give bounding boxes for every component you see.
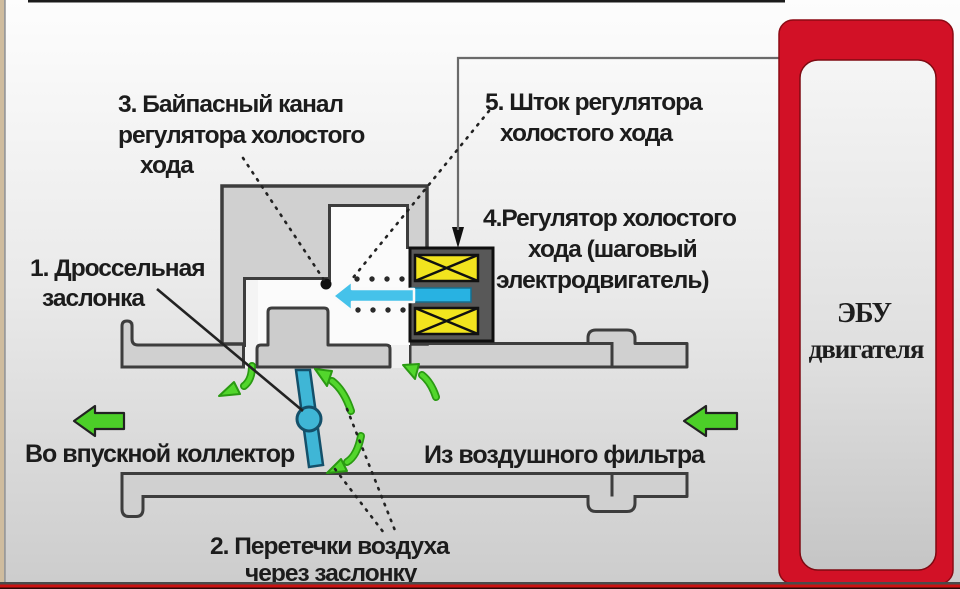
label-regulator-line1: 4.Регулятор холостого — [483, 205, 737, 232]
label-leakage-line1: 2. Перетечки воздуха — [210, 533, 450, 560]
progress-track-bottom — [0, 587, 960, 589]
throttle-body — [120, 319, 689, 518]
throttle-pedestal — [255, 306, 392, 369]
ecu-box: ЭБУ двигателя — [778, 19, 954, 585]
airflow-arrow-above-valve — [329, 378, 354, 414]
label-bypass-line2: регулятора холостого — [118, 122, 365, 149]
video-progress-bar[interactable] — [0, 584, 960, 588]
label-stem-line2: холостого хода — [500, 120, 673, 147]
label-throttle-line1: 1. Дроссельная — [30, 255, 205, 282]
frame-left-tan — [0, 0, 4, 589]
intake-wall-upper-left — [122, 322, 244, 366]
intake-wall-upper-right — [410, 343, 687, 367]
coil-upper-x — [414, 253, 479, 283]
regulator-shaft — [410, 287, 472, 303]
label-airfilter: Из воздушного фильтра — [424, 441, 706, 469]
airflow-arrow-to-manifold — [72, 404, 126, 438]
video-progress[interactable] — [0, 582, 960, 589]
frame-top-line — [28, 0, 785, 3]
coil-lower-x — [414, 306, 479, 336]
label-manifold: Во впускной коллектор — [25, 440, 295, 468]
leader-leak-a — [345, 407, 398, 535]
label-bypass-line3: хода — [140, 152, 194, 179]
throttle-pivot — [295, 405, 323, 433]
airflow-arrows — [218, 362, 440, 474]
label-regulator-line2: хода (шаговый — [528, 236, 697, 263]
regulator-pintle-arrow — [331, 279, 416, 313]
progress-track-top — [0, 582, 960, 585]
intake-wall-lower — [122, 473, 687, 496]
frame-left-line — [4, 0, 6, 589]
labels: 3. Байпасный канал регулятора холостого … — [25, 89, 738, 587]
leader-bypass — [241, 156, 328, 285]
airflow-arrow-below-valve — [344, 433, 364, 465]
leader-lines — [156, 109, 491, 535]
ecu-label-line2: двигателя — [809, 334, 924, 364]
label-regulator-line3: электродвигатель) — [496, 267, 709, 294]
label-throttle-line2: заслонка — [42, 285, 145, 312]
motion-dots — [354, 276, 406, 313]
label-stem-line1: 5. Шток регулятора — [485, 89, 703, 116]
leader-throttle — [156, 288, 304, 412]
airflow-arrow-bypass-inlet — [419, 372, 439, 400]
ecu-label-line1: ЭБУ — [837, 298, 892, 329]
label-bypass-line1: 3. Байпасный канал — [118, 91, 343, 118]
motor-terminal — [452, 227, 464, 248]
ecu-panel — [799, 59, 937, 571]
leader-stem — [350, 109, 491, 281]
bypass-pointer-dot — [320, 278, 332, 290]
idle-regulator-motor — [408, 227, 495, 343]
throttle-valve — [294, 368, 325, 469]
leader-leak-b — [333, 467, 386, 535]
ecu-wire — [456, 56, 779, 230]
airflow-arrow-from-filter — [682, 404, 739, 438]
